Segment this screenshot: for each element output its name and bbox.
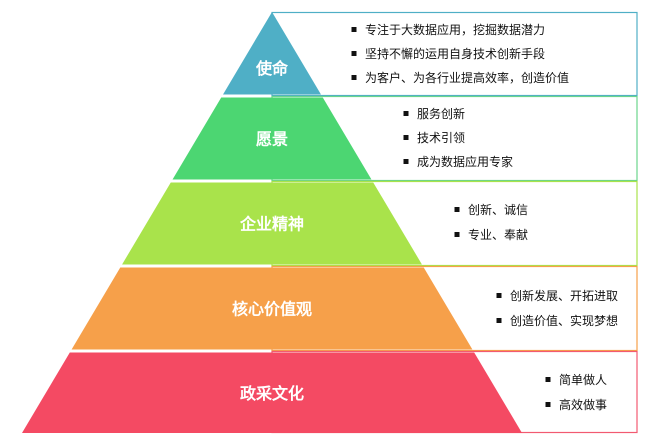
pyramid-tier-2 bbox=[172, 97, 372, 180]
bullet-dot bbox=[403, 159, 409, 164]
bullet-dot bbox=[351, 27, 357, 32]
bullet-text: 简单做人 bbox=[559, 372, 607, 387]
tier-description-box bbox=[271, 11, 638, 97]
bullet-text: 坚持不懈的运用自身技术创新手段 bbox=[365, 46, 545, 61]
bullet-dot bbox=[454, 207, 460, 212]
pyramid-tier-5 bbox=[22, 352, 522, 433]
bullet-text: 创造价值、实现梦想 bbox=[510, 313, 618, 328]
tier-label: 核心价值观 bbox=[232, 300, 312, 319]
bullet-text: 高效做事 bbox=[559, 397, 607, 412]
tier-label: 政采文化 bbox=[240, 384, 304, 403]
tier-label: 愿景 bbox=[256, 130, 288, 149]
bullet-lists: 专注于大数据应用，挖掘数据潜力坚持不懈的运用自身技术创新手段为客户、为各行业提高… bbox=[351, 22, 618, 412]
bullet-dot bbox=[496, 293, 502, 298]
bullet-text: 创新发展、开拓进取 bbox=[510, 288, 618, 303]
bullet-dot bbox=[351, 51, 357, 56]
bullet-dot bbox=[454, 232, 460, 237]
bullet-dot bbox=[403, 111, 409, 116]
bullet-dot bbox=[545, 402, 551, 407]
bullet-text: 技术引领 bbox=[417, 131, 465, 145]
pyramid-tier-4 bbox=[71, 267, 473, 350]
bullet-dot bbox=[496, 318, 502, 323]
bullet-dot bbox=[545, 377, 551, 382]
bullet-text: 专注于大数据应用，挖掘数据潜力 bbox=[365, 22, 545, 37]
bullet-text: 专业、奉献 bbox=[468, 227, 528, 242]
bullet-text: 为客户、为各行业提高效率，创造价值 bbox=[365, 70, 569, 85]
bullet-text: 服务创新 bbox=[417, 106, 465, 121]
tier-label: 企业精神 bbox=[239, 215, 304, 234]
tier-label: 使命 bbox=[255, 59, 289, 78]
bullet-dot bbox=[351, 75, 357, 80]
bullet-text: 成为数据应用专家 bbox=[417, 154, 513, 169]
pyramid-tier-1 bbox=[223, 12, 321, 95]
bullet-dot bbox=[403, 135, 409, 140]
pyramid-tier-3 bbox=[122, 182, 422, 265]
bullet-text: 创新、诚信 bbox=[468, 202, 528, 217]
